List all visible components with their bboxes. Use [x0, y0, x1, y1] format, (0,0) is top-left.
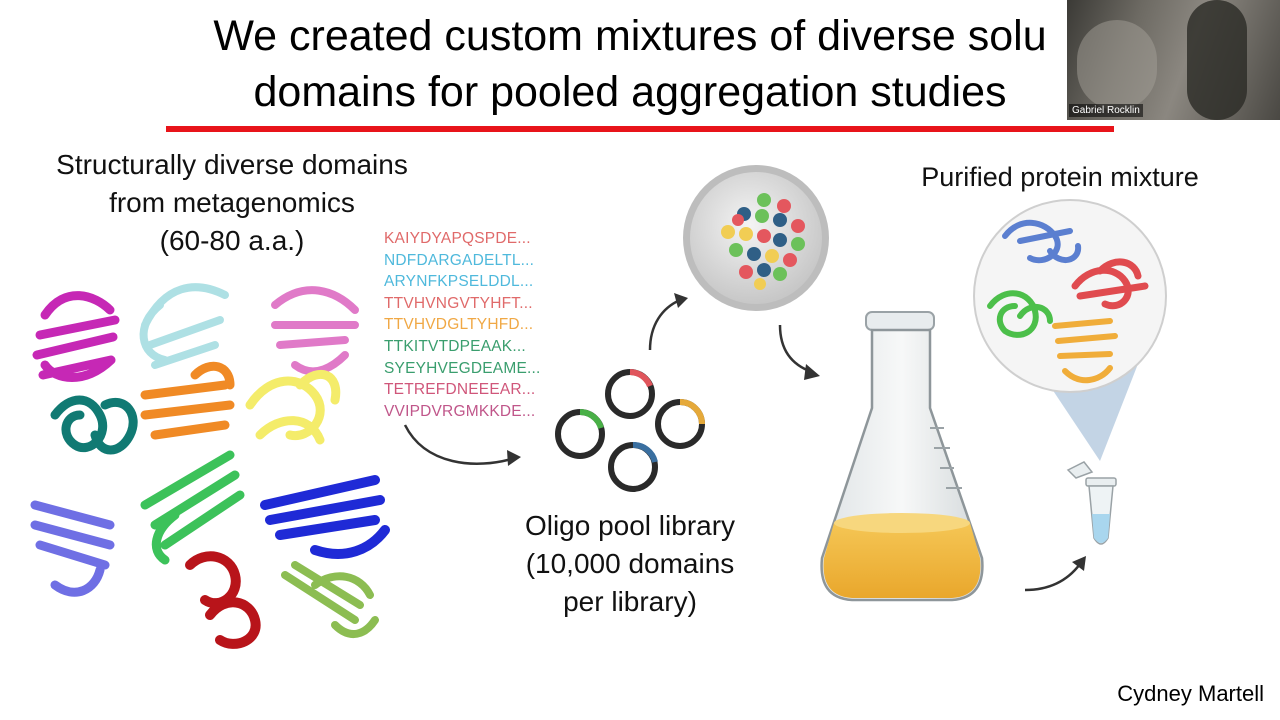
- domains-heading: Structurally diverse domains from metage…: [20, 146, 444, 260]
- oligo-pool-label: Oligo pool library (10,000 domains per l…: [500, 507, 760, 621]
- oligo-pool-label-line-3: per library): [500, 583, 760, 621]
- domains-heading-line-1: Structurally diverse domains: [20, 146, 444, 184]
- sequence-line: TTKITVTDPEAAK...: [384, 336, 541, 358]
- microcentrifuge-tube: [1062, 458, 1122, 553]
- arrow-to-oligo-pool: [395, 410, 535, 480]
- title-underline: [166, 126, 1114, 132]
- sequence-line: TTVHVNGVTYHFT...: [384, 293, 541, 315]
- sequence-line: KAIYDYAPQSPDE...: [384, 228, 541, 250]
- protein-orange: [145, 366, 230, 435]
- purified-mixture-magnifier: [960, 196, 1170, 466]
- oligo-pool-plasmids: [550, 362, 720, 497]
- petri-dish-colonies: [680, 162, 832, 314]
- protein-olive: [285, 565, 375, 634]
- protein-teal: [55, 400, 133, 450]
- domains-heading-line-2: from metagenomics: [20, 184, 444, 222]
- oligo-pool-label-line-1: Oligo pool library: [500, 507, 760, 545]
- sequence-line: TTVHVDGLTYHFD...: [384, 314, 541, 336]
- sequence-line: ARYNFKPSELDDL...: [384, 271, 541, 293]
- title-line-1: We created custom mixtures of diverse so…: [60, 8, 1200, 64]
- title-line-2: domains for pooled aggregation studies: [60, 64, 1200, 120]
- slide-author-credit: Cydney Martell: [1117, 681, 1264, 707]
- sequence-line: SYEYHVEGDEAME...: [384, 358, 541, 380]
- protein-green: [145, 455, 240, 560]
- sequence-line: TETREFDNEEEAR...: [384, 379, 541, 401]
- protein-lightblue: [144, 287, 225, 365]
- oligo-pool-label-line-2: (10,000 domains: [500, 545, 760, 583]
- protein-structures-illustration: [15, 265, 405, 665]
- webcam-participant-name: Gabriel Rocklin: [1069, 104, 1143, 117]
- protein-lavender: [35, 505, 110, 592]
- protein-red: [190, 556, 256, 644]
- protein-yellow: [250, 374, 336, 440]
- sequence-line: NDFDARGADELTL...: [384, 250, 541, 272]
- domains-heading-line-3: (60-80 a.a.): [20, 222, 444, 260]
- protein-pink: [275, 290, 355, 371]
- arrow-to-tube: [1020, 552, 1095, 597]
- sequence-list: KAIYDYAPQSPDE...NDFDARGADELTL...ARYNFKPS…: [384, 228, 541, 422]
- protein-magenta: [37, 296, 115, 378]
- slide-title: We created custom mixtures of diverse so…: [60, 8, 1200, 120]
- webcam-video-tile[interactable]: Gabriel Rocklin: [1067, 0, 1280, 120]
- protein-blue: [265, 480, 385, 554]
- purified-mixture-label: Purified protein mixture: [880, 158, 1240, 196]
